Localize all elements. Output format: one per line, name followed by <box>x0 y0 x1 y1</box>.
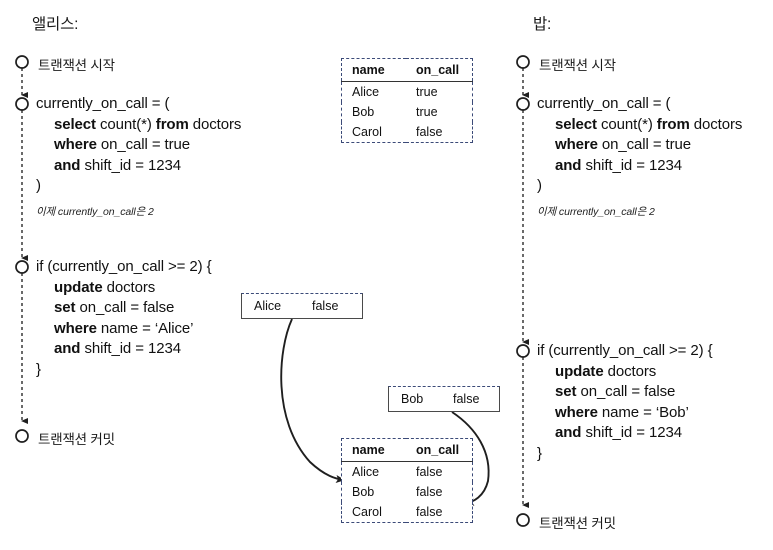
cell-on-call: false <box>416 505 443 519</box>
doctors-table-final: name on_call Alice false Bob false Carol… <box>341 438 473 523</box>
column-header-name: name <box>341 438 406 462</box>
sql-keyword-where: where <box>54 136 97 153</box>
alice-note: 이제 currently_on_call은 2 <box>36 206 154 218</box>
cell-on-call: false <box>416 485 443 499</box>
table-header-row: name on_call <box>341 58 473 82</box>
alice-update-line-4: where name = ‘Alice’ <box>54 319 194 337</box>
bob-node-update <box>516 344 530 358</box>
sql-keyword-set: set <box>555 383 577 400</box>
sql-keyword-where: where <box>54 319 97 337</box>
sql-keyword-select: select <box>54 115 96 133</box>
alice-node-begin <box>15 55 29 69</box>
alice-lifeline <box>15 55 29 443</box>
cell-on-call: true <box>416 85 438 99</box>
bob-query-block: currently_on_call = ( select count(*) fr… <box>537 94 742 197</box>
write-box-bob-name: Bob <box>401 392 424 406</box>
sql-keyword-from: from <box>155 115 189 133</box>
alice-begin-label: 트랜잭션 시작 <box>38 58 115 73</box>
arrow-alice-write <box>280 318 345 483</box>
write-box-bob-value: false <box>453 392 480 406</box>
bob-node-begin <box>516 55 530 69</box>
table-row: Alice false <box>342 462 473 483</box>
bob-update-block: if (currently_on_call >= 2) { update doc… <box>537 341 713 464</box>
bob-begin-label: 트랜잭션 시작 <box>539 58 616 73</box>
sql-keyword-and: and <box>555 424 582 441</box>
bob-commit-label: 트랜잭션 커밋 <box>539 516 616 531</box>
column-header-name: name <box>341 58 406 82</box>
alice-node-query <box>15 97 29 111</box>
alice-query-line-3: where on_call = true <box>54 136 191 153</box>
sql-keyword-and: and <box>555 156 582 174</box>
bob-update-line-3: set on_call = false <box>555 383 676 400</box>
bob-lifeline <box>516 55 530 527</box>
alice-commit-label: 트랜잭션 커밋 <box>38 432 115 447</box>
write-box-alice-name: Alice <box>254 299 282 313</box>
column-header-on-call: on_call <box>406 438 473 462</box>
alice-update-block: if (currently_on_call >= 2) { update doc… <box>36 257 212 380</box>
sql-keyword-set: set <box>54 299 76 316</box>
bob-update-line-4: where name = ‘Bob’ <box>555 403 689 421</box>
bob-query-line-2: select count(*) from doctors <box>555 115 743 133</box>
actor-title-alice: 앨리스: <box>32 16 79 33</box>
alice-query-line-5: ) <box>36 177 41 194</box>
bob-query-line-3: where on_call = true <box>555 136 692 153</box>
bob-node-query <box>516 97 530 111</box>
bob-update-line-6: } <box>537 444 542 462</box>
table-row: Alice true <box>342 82 473 103</box>
sql-keyword-and: and <box>54 156 81 174</box>
alice-update-line-3: set on_call = false <box>54 299 175 316</box>
cell-on-call: true <box>416 105 438 119</box>
sql-keyword-where: where <box>555 136 598 153</box>
alice-node-update <box>15 260 29 274</box>
cell-name: Alice <box>352 85 380 99</box>
write-box-alice-value: false <box>312 299 339 313</box>
write-box-bob: Bob false <box>388 386 500 412</box>
bob-query-line-5: ) <box>537 177 542 194</box>
column-header-on-call: on_call <box>406 58 473 82</box>
table-row: Bob false <box>342 482 473 502</box>
bob-update-line-2: update doctors <box>555 362 657 380</box>
bob-node-commit <box>516 513 530 527</box>
sql-keyword-where: where <box>555 403 598 421</box>
doctors-table-initial: name on_call Alice true Bob true Carol f… <box>341 58 473 143</box>
cell-name: Carol <box>352 505 382 519</box>
sql-keyword-select: select <box>555 115 597 133</box>
actor-title-bob: 밥: <box>533 16 552 33</box>
alice-update-line-1: if (currently_on_call >= 2) { <box>36 258 212 275</box>
alice-update-line-6: } <box>36 360 41 378</box>
cell-on-call: false <box>416 465 443 479</box>
bob-update-line-1: if (currently_on_call >= 2) { <box>537 342 713 359</box>
table-row: Carol false <box>342 502 473 523</box>
alice-query-line-1: currently_on_call = ( <box>36 95 170 112</box>
cell-name: Carol <box>352 125 382 139</box>
cell-name: Alice <box>352 465 380 479</box>
sql-keyword-update: update <box>54 278 103 296</box>
alice-query-line-4: and shift_id = 1234 <box>54 156 181 174</box>
alice-update-line-5: and shift_id = 1234 <box>54 340 181 357</box>
sql-keyword-and: and <box>54 340 81 357</box>
table-row: Bob true <box>342 102 473 122</box>
write-box-alice: Alice false <box>241 293 363 319</box>
alice-query-block: currently_on_call = ( select count(*) fr… <box>36 94 241 197</box>
sql-keyword-from: from <box>656 115 690 133</box>
bob-query-line-1: currently_on_call = ( <box>537 95 671 112</box>
bob-update-line-5: and shift_id = 1234 <box>555 424 682 441</box>
sql-keyword-update: update <box>555 362 604 380</box>
table-row: Carol false <box>342 122 473 143</box>
cell-on-call: false <box>416 125 443 139</box>
cell-name: Bob <box>352 105 375 119</box>
bob-note: 이제 currently_on_call은 2 <box>537 206 655 218</box>
alice-node-commit <box>15 429 29 443</box>
alice-query-line-2: select count(*) from doctors <box>54 115 242 133</box>
table-header-row: name on_call <box>341 438 473 462</box>
bob-query-line-4: and shift_id = 1234 <box>555 156 682 174</box>
alice-update-line-2: update doctors <box>54 278 156 296</box>
cell-name: Bob <box>352 485 375 499</box>
